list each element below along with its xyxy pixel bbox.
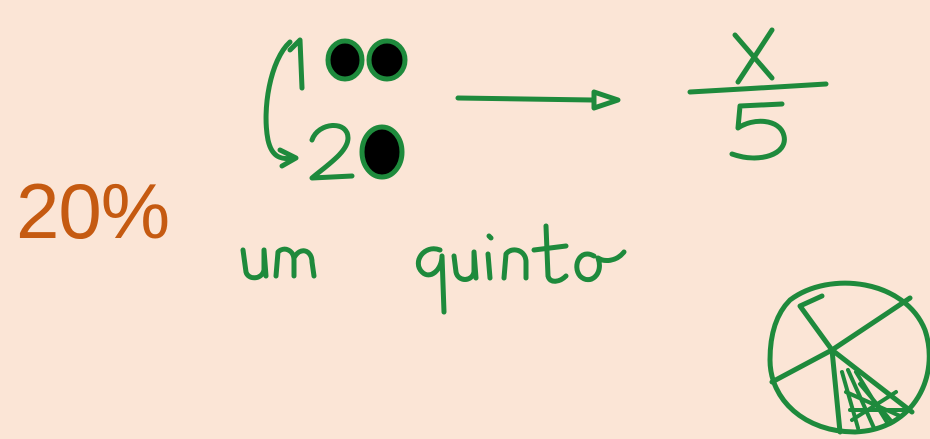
handwritten-20 <box>309 123 405 181</box>
bracket-arrow <box>263 39 299 169</box>
pie-sketch <box>767 280 930 435</box>
handwritten-100 <box>287 37 408 91</box>
fraction-x-over-5 <box>687 27 829 161</box>
percent-label: 20% <box>16 167 170 255</box>
handwritten-um-quinto <box>240 223 627 315</box>
long-arrow <box>455 89 621 111</box>
